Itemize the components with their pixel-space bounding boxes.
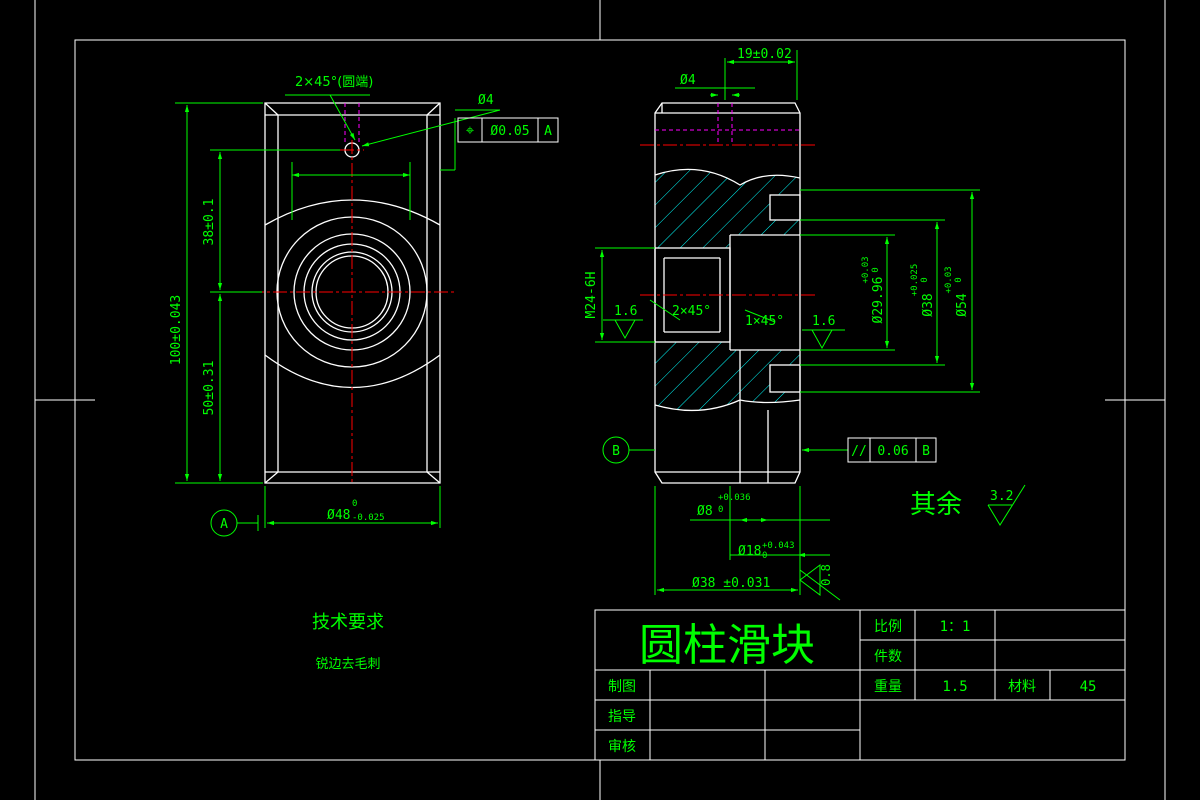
dim-top: 19±0.02: [737, 47, 792, 62]
thread-label: M24-6H: [584, 272, 599, 319]
parallel-symbol-icon: //: [851, 444, 867, 459]
section-outline: [654, 102, 801, 484]
dim-height: 100±0.043: [169, 295, 184, 365]
dim-bore2-tol-upper: +0.025: [910, 264, 920, 297]
general-roughness: 其余 3.2: [910, 484, 1026, 526]
dim-upper: 38±0.1: [202, 199, 217, 246]
drawn-label: 制图: [608, 679, 636, 695]
scale-label: 比例: [874, 619, 902, 635]
part-name: 圆柱滑块: [639, 620, 815, 671]
front-hidden-hole: [344, 103, 360, 143]
dim-width-tol-lower: -0.025: [352, 513, 385, 523]
dim-bore1-tol-lower: 0: [871, 267, 881, 272]
tech-req-title: 技术要求: [312, 612, 384, 633]
front-centerlines: [250, 140, 455, 485]
parallel-tolerance-frame: // 0.06 B: [847, 437, 937, 463]
material-label: 材料: [1008, 679, 1036, 695]
parallel-tol-value: 0.06: [877, 444, 908, 459]
chamfer-left: 2×45°: [672, 304, 711, 319]
quantity-label: 件数: [874, 649, 902, 665]
dim-bore-small-tol-upper: +0.036: [718, 493, 751, 503]
section-dimension-texts: 19±0.02 Ø4 M24-6H Ø29.96 +0.03 0 Ø38 +0.…: [584, 47, 970, 591]
technical-requirements: 技术要求 锐边去毛刺: [312, 612, 384, 672]
guide-label: 指导: [608, 709, 636, 725]
front-dimensions: [175, 94, 501, 537]
section-centerlines: [640, 144, 815, 296]
section-dimensions: [595, 50, 980, 601]
position-tol-datum: A: [544, 124, 552, 139]
dim-outer: Ø54: [955, 293, 970, 317]
general-roughness-value: 3.2: [990, 489, 1013, 504]
section-hidden-lines: [655, 103, 800, 145]
position-tol-value: Ø0.05: [490, 124, 529, 139]
dim-bore-small: Ø8: [697, 504, 713, 519]
chamfer-right: 1×45°: [745, 314, 784, 329]
dim-outer-tol-upper: +0.03: [944, 266, 954, 293]
dim-bore2-tol-lower: 0: [920, 277, 930, 282]
dim-bore-mid: Ø18: [738, 544, 761, 559]
hole-label-front: Ø4: [478, 93, 494, 108]
material-value: 45: [1080, 679, 1097, 695]
dim-bore-mid-tol-lower: 0: [762, 551, 767, 561]
chamfer-note: 2×45°(圆端): [295, 75, 373, 90]
datum-b-label: B: [612, 444, 620, 459]
section-view: 19±0.02 Ø4 M24-6H Ø29.96 +0.03 0 Ø38 +0.…: [584, 47, 980, 601]
roughness-left: 1.6: [614, 304, 637, 319]
position-tolerance-frame: ⌖ Ø0.05 A: [457, 117, 559, 143]
roughness-right: 1.6: [812, 314, 835, 329]
datum-a-label: A: [220, 517, 228, 532]
front-dimension-texts: 2×45°(圆端) Ø4 100±0.043 38±0.1 50±0.31 Ø4…: [169, 75, 494, 532]
roughness-bottom: 0.8: [819, 564, 833, 586]
position-symbol-icon: ⌖: [466, 121, 475, 139]
dim-bore1-tol-upper: +0.03: [861, 256, 871, 283]
tech-req-item: 锐边去毛刺: [315, 657, 380, 672]
dim-bore-small-tol-lower: 0: [718, 505, 723, 515]
front-view: 2×45°(圆端) Ø4 100±0.043 38±0.1 50±0.31 Ø4…: [169, 75, 559, 537]
dim-lower: 50±0.31: [202, 361, 217, 416]
dim-length: Ø38 ±0.031: [692, 576, 770, 591]
weight-value: 1.5: [942, 679, 967, 695]
title-block: 圆柱滑块 比例 1：1 件数 重量 1.5 材料 45 制图 指导 审核: [594, 609, 1126, 761]
parallel-tol-datum: B: [922, 444, 930, 459]
dim-width-tol-upper: 0: [352, 499, 357, 509]
dim-bore-mid-tol-upper: +0.043: [762, 541, 795, 551]
hole-label-section: Ø4: [680, 73, 696, 88]
review-label: 审核: [608, 739, 636, 755]
dim-bore2: Ø38: [921, 293, 936, 316]
dim-width: Ø48: [327, 508, 350, 523]
weight-label: 重量: [874, 679, 902, 695]
dim-bore1: Ø29.96: [871, 277, 886, 324]
roughness-symbol-icon: [987, 484, 1026, 526]
dim-outer-tol-lower: 0: [954, 277, 964, 282]
general-roughness-label: 其余: [910, 490, 962, 520]
scale-value: 1：1: [940, 619, 971, 635]
